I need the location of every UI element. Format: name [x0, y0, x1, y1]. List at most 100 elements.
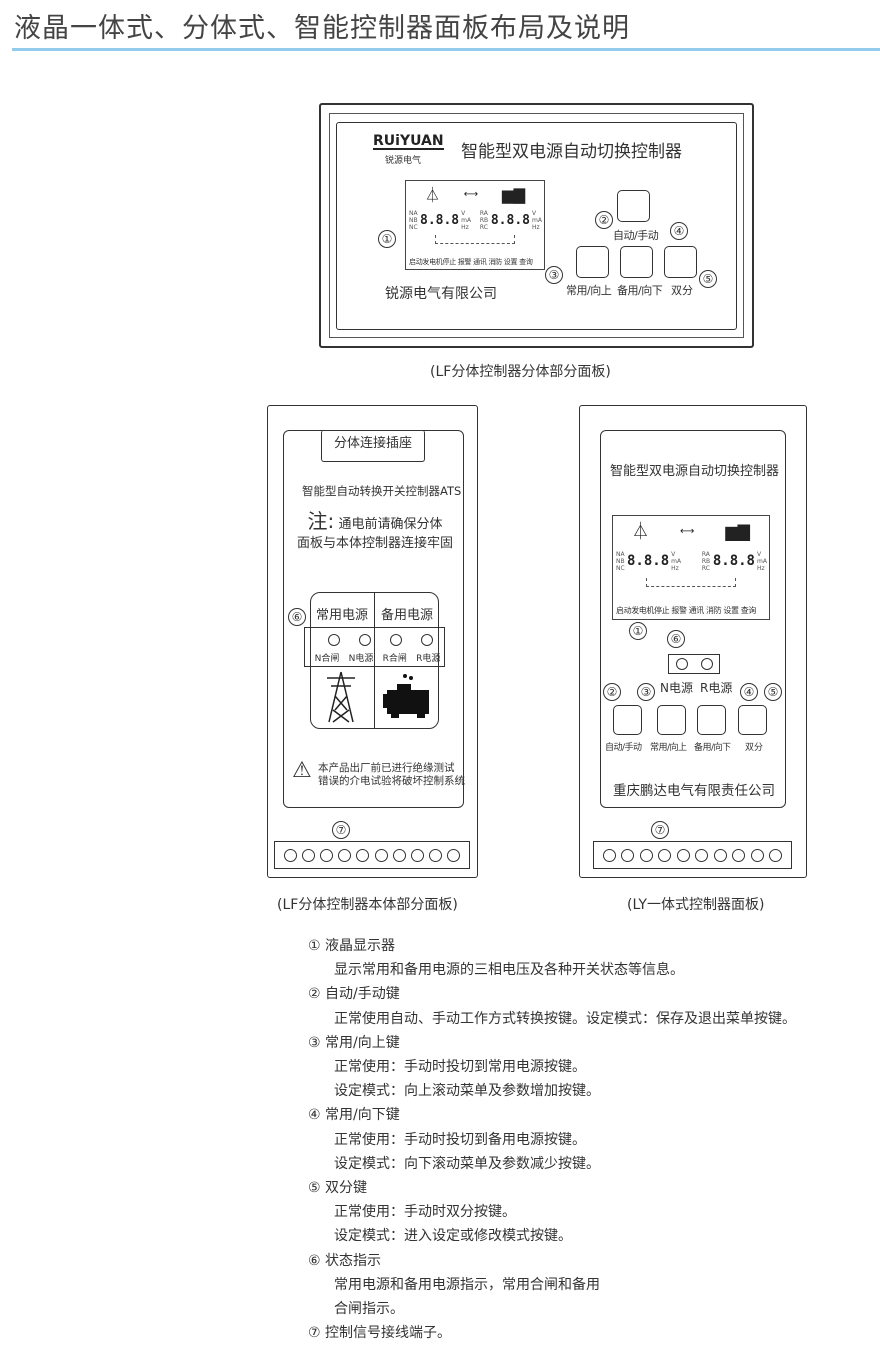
- normal-up-label: 常用/向上: [566, 284, 612, 297]
- normal-up-button[interactable]: [576, 246, 609, 278]
- warning-icon: ⚠: [292, 758, 312, 783]
- double-off-button[interactable]: [738, 705, 767, 735]
- description-text: 合闸指示。: [334, 1301, 404, 1318]
- source-divider: [374, 592, 375, 729]
- tower-icon: ⏃: [425, 186, 441, 204]
- marker-4: ④: [670, 222, 688, 240]
- indicator-labels: N合闸 N电源 R合闸 R电源: [310, 651, 445, 664]
- description-text: 设定模式：向下滚动菜单及参数减少按键。: [334, 1155, 600, 1172]
- terminal-screw: [750, 848, 764, 862]
- marker-6: ⑥: [667, 630, 685, 648]
- indicator-strip: [668, 654, 720, 674]
- normal-source-label: 常用电源: [316, 608, 369, 623]
- terminal-screw: [283, 848, 297, 862]
- description-list: ① 液晶显示器显示常用和备用电源的三相电压及各种开关状态等信息。 ② 自动/手动键…: [308, 934, 796, 1345]
- backup-down-button[interactable]: [620, 246, 653, 278]
- indicator-label: R电源: [416, 654, 441, 664]
- marker-5: ⑤: [764, 683, 782, 701]
- body-title: 智能型自动转换开关控制器ATS: [302, 484, 462, 498]
- lcd-left-meter: NA NB NC 8.8.8 V mA Hz: [409, 209, 472, 231]
- terminal-screw: [392, 848, 406, 862]
- lcd-left-units: V mA Hz: [671, 550, 682, 572]
- lcd-left-meter: NA NB NC 8.8.8 V mA Hz: [616, 550, 682, 572]
- logo-cn: 锐源电气: [385, 156, 422, 166]
- backup-down-label: 备用/向下: [694, 743, 731, 753]
- tower-icon: ⏃: [632, 522, 649, 542]
- terminal-screw: [732, 848, 746, 862]
- lcd-bus-line: [435, 235, 515, 244]
- lcd-right-phases: RA RB RC: [701, 550, 711, 572]
- indicator-led: [420, 634, 433, 646]
- terminal-screw: [374, 848, 388, 862]
- r-source-led: [700, 658, 713, 670]
- terminal-screw: [447, 848, 461, 862]
- double-off-label: 双分: [671, 284, 693, 297]
- note: 注: 通电前请确保分体 面板与本体控制器连接牢固: [290, 509, 460, 553]
- split-panel-title: 智能型双电源自动切换控制器: [461, 142, 682, 162]
- generator-icon: [383, 674, 429, 718]
- lcd-right-phases: RA RB RC: [479, 209, 489, 231]
- tower-icon: [327, 671, 355, 723]
- integrated-company: 重庆鹏达电气有限责任公司: [613, 783, 775, 799]
- terminal-screw: [658, 848, 672, 862]
- terminal-screw: [338, 848, 352, 862]
- description-heading: ⑥ 状态指示: [308, 1252, 382, 1269]
- indicator-leds: [318, 634, 442, 646]
- double-off-button[interactable]: [664, 246, 697, 278]
- note-line1: 通电前请确保分体: [338, 517, 443, 532]
- terminal-screw: [695, 848, 709, 862]
- auto-manual-button[interactable]: [613, 705, 642, 735]
- terminal-screw: [713, 848, 727, 862]
- indicator-strip: [304, 627, 445, 667]
- terminal-screw: [639, 848, 653, 862]
- lcd-left-digits: 8.8.8: [627, 553, 670, 569]
- description-text: 正常使用：手动时双分按键。: [334, 1204, 516, 1221]
- marker-5: ⑤: [699, 270, 717, 288]
- backup-down-button[interactable]: [697, 705, 726, 735]
- lcd-left-phases: NA NB NC: [409, 209, 418, 231]
- terminal-block: [274, 841, 470, 869]
- indicator-label: N电源: [348, 654, 374, 664]
- description-heading: ② 自动/手动键: [308, 986, 400, 1003]
- terminal-screw: [676, 848, 690, 862]
- split-panel-face: [336, 122, 737, 330]
- lcd-right-meter: RA RB RC 8.8.8 V mA Hz: [701, 550, 767, 572]
- normal-up-button[interactable]: [657, 705, 686, 735]
- lcd-meters: NA NB NC 8.8.8 V mA Hz RA RB RC 8.8.8 V …: [409, 207, 542, 233]
- socket-label: 分体连接插座: [333, 436, 412, 451]
- auto-manual-label: 自动/手动: [613, 229, 659, 242]
- split-caption: (LF分体控制器分体部分面板): [430, 364, 611, 380]
- logo: RUiYUAN: [373, 133, 444, 150]
- note-label: 注:: [307, 509, 335, 533]
- marker-4: ④: [740, 683, 758, 701]
- r-source-label: R电源: [700, 681, 733, 695]
- lcd-left-units: V mA Hz: [461, 209, 472, 231]
- terminal-screw: [410, 848, 424, 862]
- terminal-screw: [769, 848, 783, 862]
- split-panel-frame: [319, 103, 754, 348]
- terminal-screw: [602, 848, 616, 862]
- terminal-screw: [429, 848, 443, 862]
- generator-icon: ▆▇: [725, 522, 750, 541]
- auto-manual-button[interactable]: [617, 190, 650, 222]
- marker-6: ⑥: [288, 608, 306, 626]
- lcd-status-row: 启动发电机停止 报警 通讯 消防 设置 查询: [409, 258, 533, 266]
- lcd-right-meter: RA RB RC 8.8.8 V mA Hz: [479, 209, 542, 231]
- backup-down-label: 备用/向下: [617, 284, 663, 297]
- lcd-right-units: V mA Hz: [757, 550, 767, 572]
- lcd-left-phases: NA NB NC: [616, 550, 625, 572]
- indicator-label: N合闸: [314, 654, 340, 664]
- description-heading: ① 液晶显示器: [308, 938, 396, 954]
- description-text: 显示常用和备用电源的三相电压及各种开关状态等信息。: [334, 962, 684, 979]
- lcd-meters: NA NB NC 8.8.8 V mA Hz RA RB RC 8.8.8 V …: [616, 546, 767, 576]
- split-company: 锐源电气有限公司: [385, 286, 497, 302]
- lcd-status-row: 启动发电机停止 报警 通讯 消防 设置 查询: [616, 606, 756, 615]
- transfer-arrow-icon: ⟷: [680, 526, 695, 537]
- body-caption: (LF分体控制器本体部分面板): [277, 897, 458, 913]
- indicator-led: [358, 634, 371, 646]
- warning-line2: 错误的介电试验将破坏控制系统: [318, 775, 465, 787]
- integrated-title: 智能型双电源自动切换控制器: [610, 464, 780, 479]
- description-text: 正常使用：手动时投切到常用电源按键。: [334, 1059, 586, 1076]
- lcd-right-units: V mA Hz: [532, 209, 542, 231]
- indicator-label: R合闸: [382, 654, 407, 664]
